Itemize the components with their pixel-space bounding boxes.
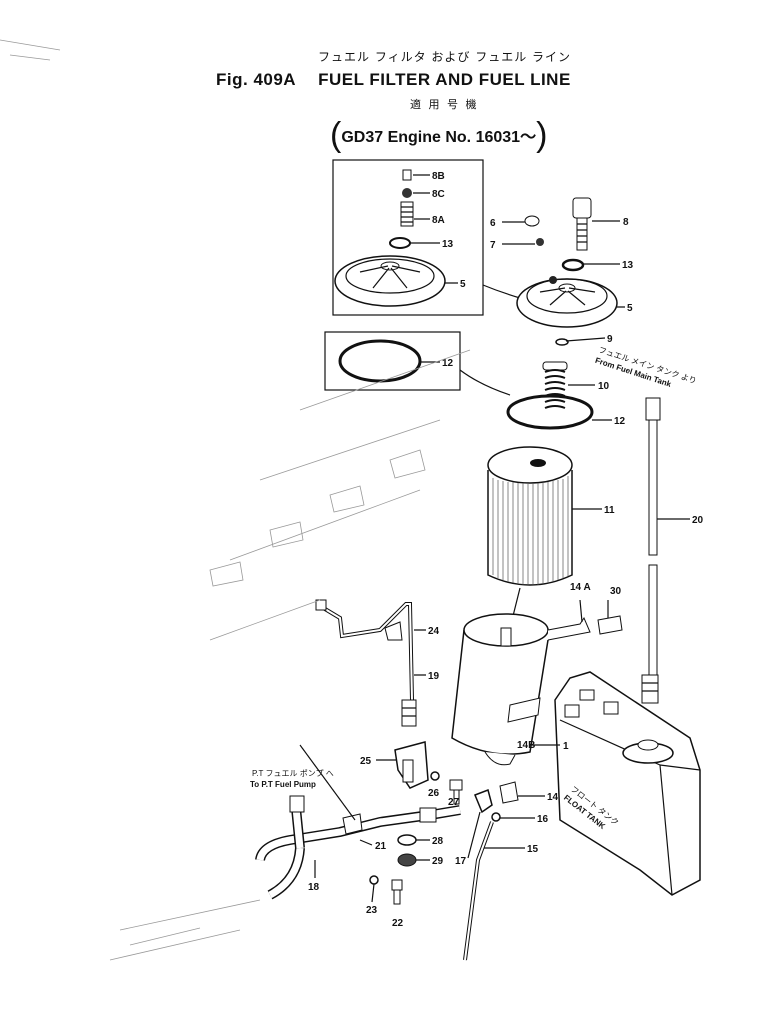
label-5-inset: 5 [460, 279, 466, 290]
inset-frame-1 [332, 159, 484, 316]
nut-16 [491, 812, 501, 822]
figure-title: Fig. 409A FUEL FILTER AND FUEL LINE [216, 70, 571, 90]
close-paren: ) [536, 116, 548, 154]
elbow-17: 17 [455, 789, 493, 867]
washer-23 [369, 875, 379, 885]
label-30: 30 [610, 586, 622, 597]
drain-pipe-15: 15 [463, 821, 539, 961]
washer-8c [402, 188, 412, 198]
label-17: 17 [455, 856, 467, 867]
label-24: 24 [428, 626, 440, 637]
inset-cover-detail: 8B 8C 8A 13 5 [332, 159, 484, 316]
mounting-bracket-25: 25 [360, 741, 429, 789]
label-12: 12 [614, 416, 626, 427]
engine-number-note: (GD37 Engine No. 16031～) [330, 112, 548, 154]
label-6: 6 [490, 218, 496, 229]
label-27: 27 [448, 797, 460, 808]
label-10: 10 [598, 381, 610, 392]
seal-13-inset [389, 237, 411, 249]
label-21: 21 [375, 841, 387, 852]
cover-assembly: 6 7 8 13 5 9 [482, 197, 634, 346]
label-13: 13 [622, 260, 634, 271]
label-5: 5 [627, 303, 633, 314]
label-29: 29 [432, 856, 444, 867]
cover-5-inset [334, 255, 446, 307]
background-machine-sketch [0, 39, 471, 961]
label-1: 1 [563, 741, 569, 752]
label-14: 14 [547, 792, 559, 803]
float-tank: フロート タンク FLOAT TANK [554, 671, 701, 896]
label-20: 20 [692, 515, 704, 526]
to-pump-jp: P.T フュエル ポンプ へ [252, 769, 334, 778]
filter-case-1: 14B 1 [451, 613, 591, 766]
label-8c: 8C [432, 189, 445, 200]
plug-6 [524, 215, 540, 227]
washer-9 [555, 338, 569, 346]
fitting-14: 14 [499, 781, 559, 804]
seal-13 [561, 258, 585, 272]
label-19: 19 [428, 671, 440, 682]
filter-element-11: 11 [487, 446, 615, 586]
label-11: 11 [604, 505, 615, 516]
center-bolt-8 [572, 197, 592, 251]
washer-28 [397, 834, 417, 846]
label-13-inset: 13 [442, 239, 454, 250]
figure-number: Fig. 409A [216, 70, 297, 89]
from-main-tank-note: フュエル メイン タンク より From Fuel Main Tank [594, 345, 698, 389]
figure-caption: FUEL FILTER AND FUEL LINE [318, 70, 571, 89]
to-pump-en: To P.T Fuel Pump [250, 780, 316, 789]
fuel-pipe-24: 24 19 [315, 599, 440, 727]
label-18: 18 [308, 882, 320, 893]
label-15: 15 [527, 844, 539, 855]
label-26: 26 [428, 788, 440, 799]
to-pump-note: P.T フュエル ポンプ へ To P.T Fuel Pump [250, 744, 356, 821]
label-12-inset: 12 [442, 358, 454, 369]
inset-oring-detail: 12 [324, 331, 511, 396]
label-8: 8 [623, 217, 629, 228]
label-14a: 14 A [570, 582, 591, 593]
label-14b: 14B [517, 740, 535, 751]
label-28: 28 [432, 836, 444, 847]
label-8b: 8B [432, 171, 445, 182]
japanese-applicable-note: 適 用 号 機 [410, 98, 479, 111]
inset-frame-2 [324, 331, 461, 391]
fitting-8a [400, 201, 414, 227]
label-22: 22 [392, 918, 404, 929]
bracket-14a-30: 14 A 30 [570, 582, 623, 635]
label-23: 23 [366, 905, 378, 916]
engine-number-text: GD37 Engine No. 16031～ [341, 129, 537, 146]
bolt-27 [449, 779, 463, 805]
o-ring-12 [506, 394, 594, 430]
washer-26 [430, 771, 440, 781]
filter-cover-5 [516, 276, 618, 328]
label-25: 25 [360, 756, 372, 767]
label-7: 7 [490, 240, 496, 251]
label-16: 16 [537, 814, 549, 825]
bolt-8b [402, 169, 412, 181]
bolt-22 [391, 879, 403, 905]
label-9: 9 [607, 334, 613, 345]
label-8a: 8A [432, 215, 445, 226]
open-paren: ( [330, 116, 342, 154]
fuel-hose-21: 21 18 [255, 795, 461, 900]
nut-29 [397, 853, 417, 867]
fuel-pipe-20: 20 [641, 397, 704, 704]
washer-7 [536, 238, 544, 246]
spring-10 [542, 361, 568, 409]
japanese-title: フュエル フィルタ および フュエル ライン [318, 50, 572, 64]
o-ring-12-inset [338, 339, 422, 383]
